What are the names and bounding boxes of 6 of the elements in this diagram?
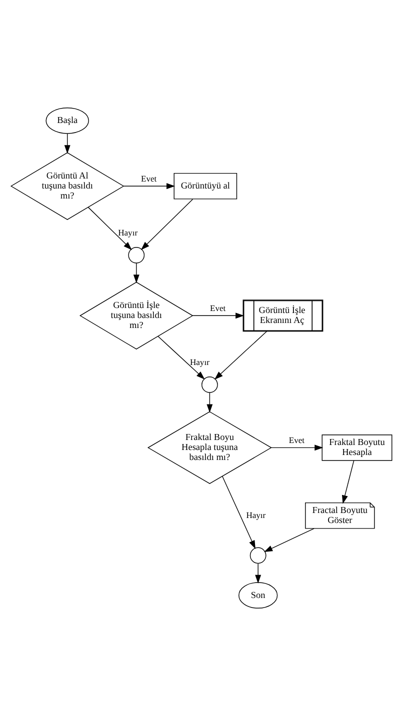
edge-label: Hayır — [118, 227, 138, 238]
edge-label: Evet — [210, 302, 226, 313]
edge-label: Evet — [288, 434, 305, 445]
edge-label: Evet — [141, 173, 157, 184]
edge-label: Hayır — [246, 509, 266, 520]
edge-label: Hayır — [190, 356, 210, 367]
